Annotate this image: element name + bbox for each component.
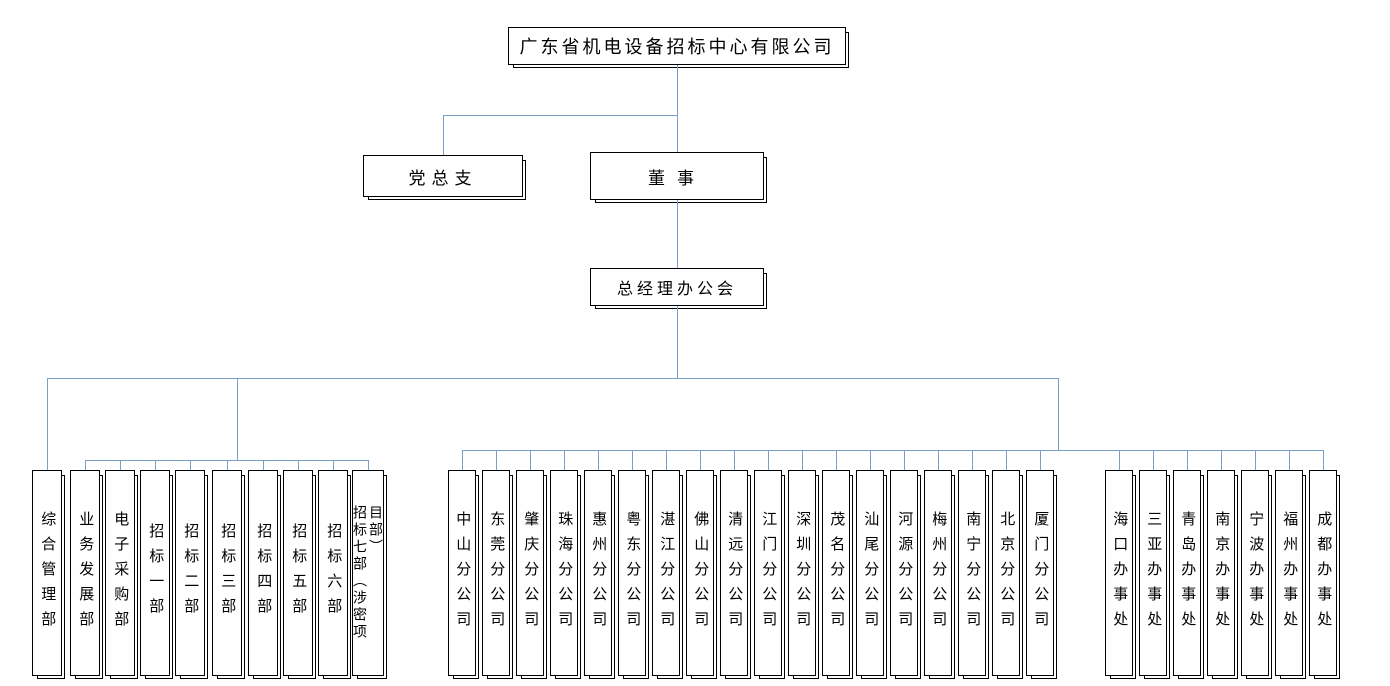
- connector-drop: [768, 450, 769, 470]
- org-node-dept-5: 招标二部: [175, 470, 205, 676]
- connector-drop: [1153, 450, 1154, 470]
- connector-branch-group-stem: [1058, 378, 1059, 450]
- connector-drop: [462, 450, 463, 470]
- org-node-branch-8: 佛山分公司: [686, 470, 714, 676]
- org-node-dept-1: 综合管理部: [32, 470, 62, 676]
- org-node-branch-11: 深圳分公司: [788, 470, 816, 676]
- connector-drop: [734, 450, 735, 470]
- connector-drop: [530, 450, 531, 470]
- org-node-branch-3: 肇庆分公司: [516, 470, 544, 676]
- org-node-branch-10: 江门分公司: [754, 470, 782, 676]
- connector-drop: [938, 450, 939, 470]
- org-node-branch-6: 粤东分公司: [618, 470, 646, 676]
- connector-drop: [298, 460, 299, 470]
- connector-drop: [1289, 450, 1290, 470]
- org-node-branch-14: 河源分公司: [890, 470, 918, 676]
- connector-drop: [904, 450, 905, 470]
- connector-drop: [263, 460, 264, 470]
- org-node-branch-12: 茂名分公司: [822, 470, 850, 676]
- connector-drop: [227, 460, 228, 470]
- connector-drop: [496, 450, 497, 470]
- connector-drop: [1187, 450, 1188, 470]
- connector-level2-rail: [443, 115, 678, 116]
- connector-drop: [632, 450, 633, 470]
- org-node-branch-1: 中山分公司: [448, 470, 476, 676]
- org-node-party-branch: 党总支: [363, 155, 523, 197]
- org-node-branch-16: 南宁分公司: [958, 470, 986, 676]
- org-node-board: 董事: [590, 152, 764, 200]
- org-node-office-6: 福州办事处: [1275, 470, 1303, 676]
- org-node-dept-10: 招标七部（涉密项 目部）: [352, 470, 384, 676]
- org-node-dept-9: 招标六部: [318, 470, 348, 676]
- org-node-branch-9: 清远分公司: [720, 470, 748, 676]
- connector-drop: [368, 460, 369, 470]
- connector-party-drop: [443, 115, 444, 155]
- connector-drop: [1119, 450, 1120, 470]
- org-node-branch-18: 厦门分公司: [1026, 470, 1054, 676]
- connector-drop: [1323, 450, 1324, 470]
- org-node-root: 广东省机电设备招标中心有限公司: [508, 27, 846, 65]
- connector-main-rail: [47, 378, 1059, 379]
- org-node-dept-3: 电子采购部: [105, 470, 135, 676]
- connector-gm-stem: [677, 306, 678, 378]
- connector-root-stem: [677, 65, 678, 152]
- connector-drop: [972, 450, 973, 470]
- org-node-office-2: 三亚办事处: [1139, 470, 1167, 676]
- org-node-office-7: 成都办事处: [1309, 470, 1337, 676]
- connector-drop: [836, 450, 837, 470]
- connector-drop: [155, 460, 156, 470]
- connector-drop: [598, 450, 599, 470]
- org-node-dept-2: 业务发展部: [70, 470, 100, 676]
- connector-drop: [333, 460, 334, 470]
- org-node-office-4: 南京办事处: [1207, 470, 1235, 676]
- org-node-dept-8: 招标五部: [283, 470, 313, 676]
- connector-branch-rail: [462, 450, 1324, 451]
- org-node-office-1: 海口办事处: [1105, 470, 1133, 676]
- org-node-branch-17: 北京分公司: [992, 470, 1020, 676]
- org-node-office-3: 青岛办事处: [1173, 470, 1201, 676]
- org-node-branch-7: 湛江分公司: [652, 470, 680, 676]
- org-node-branch-4: 珠海分公司: [550, 470, 578, 676]
- connector-dept1-drop: [47, 378, 48, 470]
- connector-drop: [700, 450, 701, 470]
- connector-drop: [802, 450, 803, 470]
- connector-drop: [1221, 450, 1222, 470]
- org-node-branch-15: 梅州分公司: [924, 470, 952, 676]
- org-node-dept-6: 招标三部: [212, 470, 242, 676]
- connector-drop: [1006, 450, 1007, 470]
- connector-drop: [120, 460, 121, 470]
- connector-drop: [85, 460, 86, 470]
- org-node-branch-13: 汕尾分公司: [856, 470, 884, 676]
- org-node-branch-2: 东莞分公司: [482, 470, 510, 676]
- org-node-gm-office: 总经理办公会: [590, 268, 764, 306]
- org-node-dept-7: 招标四部: [248, 470, 278, 676]
- org-node-branch-5: 惠州分公司: [584, 470, 612, 676]
- connector-drop: [666, 450, 667, 470]
- org-node-office-5: 宁波办事处: [1241, 470, 1269, 676]
- connector-drop: [564, 450, 565, 470]
- connector-drop: [870, 450, 871, 470]
- connector-drop: [1255, 450, 1256, 470]
- org-node-dept-4: 招标一部: [140, 470, 170, 676]
- connector-drop: [190, 460, 191, 470]
- connector-drop: [1040, 450, 1041, 470]
- connector-board-to-gm: [677, 200, 678, 268]
- connector-dept-group-stem: [237, 378, 238, 460]
